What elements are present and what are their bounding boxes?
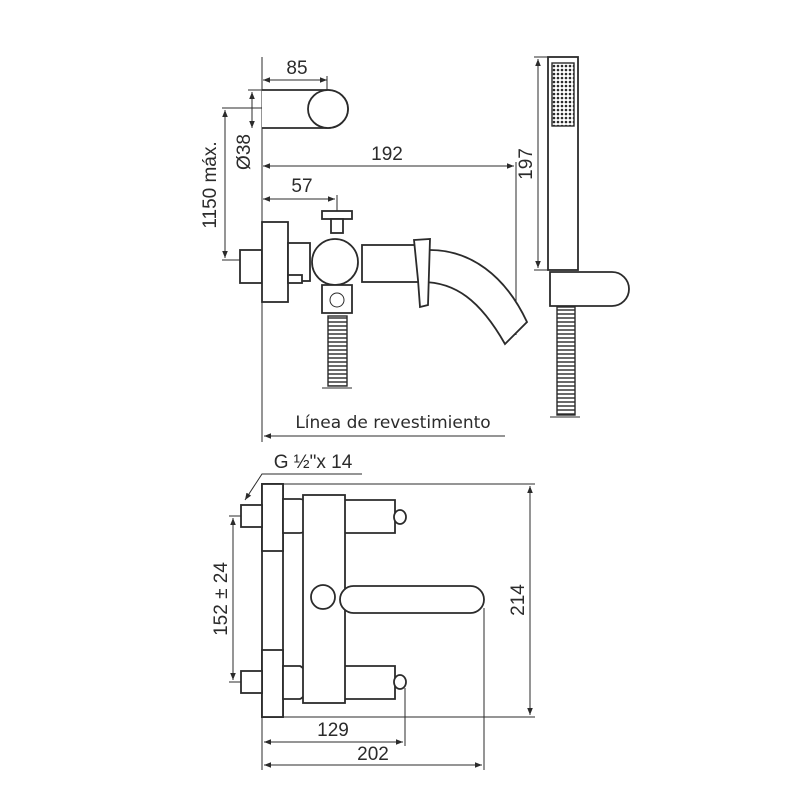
hand-shower [547,56,630,418]
dim-85-label: 85 [286,58,307,79]
dim-192-label: 192 [371,144,403,165]
dim-height-label: 1150 máx. [200,141,221,228]
dim-129-label: 129 [317,720,349,741]
dim-inlet-spacing-label: 152 ± 24 [211,562,232,636]
dim-diameter-label: Ø38 [234,134,255,170]
dim-202-label: 202 [357,744,389,765]
side-view: 85 Ø38 1150 máx. 192 57 [200,56,630,442]
thread-label: G ½"x 14 [274,452,353,473]
front-view: G ½"x 14 152 ± 24 [211,452,535,770]
mixer-body-front [240,483,485,718]
dim-197-label: 197 [516,148,537,180]
dim-214-label: 214 [508,584,529,616]
dim-57-label: 57 [291,176,312,197]
mixer-body-side [239,210,529,389]
wall-bracket [262,89,349,129]
wall-line-label: Línea de revestimiento [295,413,490,433]
